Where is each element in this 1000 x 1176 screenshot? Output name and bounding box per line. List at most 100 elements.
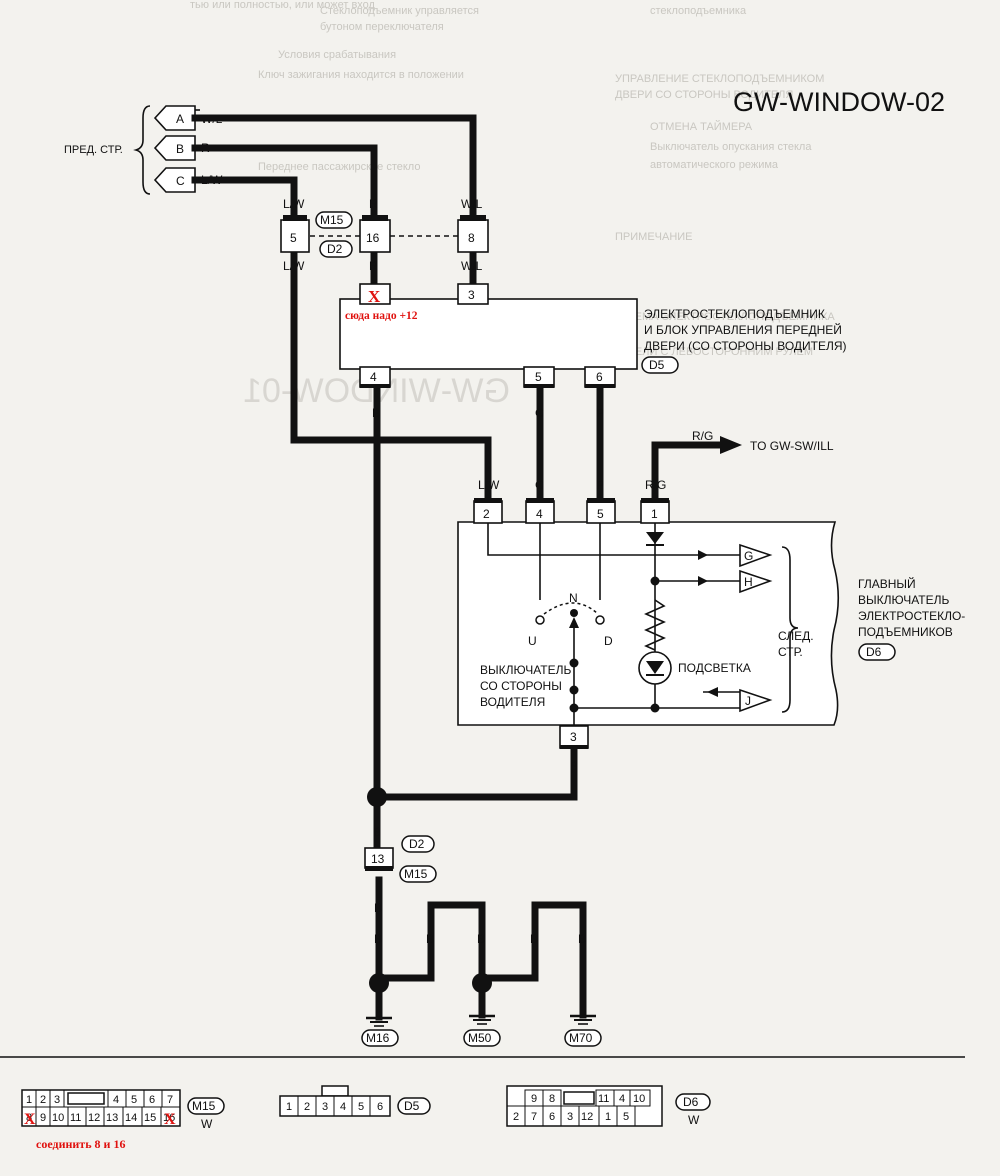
connector-latch [362, 215, 388, 221]
pin-cell [369, 1095, 391, 1117]
connector-color: W [688, 1113, 700, 1127]
wire-label: W/L [461, 197, 483, 211]
wire-b-ground-m50 [375, 901, 486, 1019]
pin-number: 4 [536, 507, 543, 521]
front-passenger-connectors: ПРЕД. СТР. A W/L B R C L/W [64, 105, 223, 195]
conn-tag [319, 240, 353, 258]
conn-tag [397, 1097, 431, 1115]
pin-label: 11 [598, 1093, 609, 1105]
illumination-label: ПОДСВЕТКА [678, 661, 751, 675]
rear-label: СТР. [778, 645, 803, 659]
annotation-plus12: сюда надо +12 [345, 310, 418, 322]
ground-icon [366, 1016, 392, 1027]
pin-label: 8 [549, 1093, 555, 1105]
control-unit-label: ЭЛЕКТРОСТЕКЛОПОДЪЕМНИК [644, 307, 825, 321]
junction-dot [569, 658, 579, 668]
connector-color: W [201, 1117, 213, 1131]
wire-r [191, 144, 378, 217]
pin-latch [360, 384, 390, 388]
switch-position-u: U [528, 634, 537, 648]
connector-a [153, 105, 196, 131]
splice-dot [367, 787, 387, 807]
wire-b-ground-m70 [478, 901, 587, 1019]
pin-label: 2 [513, 1111, 519, 1123]
ghost-text: МОДЕЛИ С ЛЕВОСТОРОННИМ РУЛЕМ [610, 346, 813, 358]
ghost-text: Ключ зажигания находится в положении [258, 69, 464, 81]
splice-dot [369, 973, 389, 993]
wire-b-switch-ground [373, 746, 578, 801]
wire-wl [191, 114, 477, 217]
pin-label: 3 [567, 1111, 573, 1123]
pin-label: 7 [167, 1094, 173, 1106]
wire-lw [191, 176, 298, 217]
main-switch-label: ГЛАВНЫЙ [858, 576, 916, 591]
output-g [739, 543, 773, 568]
rear-label: СЛЕД. [778, 629, 814, 643]
pin-label: 6 [149, 1094, 155, 1106]
arrow-right-icon [720, 436, 742, 454]
pin-latch [560, 745, 588, 749]
pin-label: 3 [54, 1094, 60, 1106]
pin-latch [524, 384, 554, 388]
harness-wires [191, 114, 724, 1021]
led-triangle [646, 661, 664, 674]
rear-bracket [781, 546, 799, 713]
pin-number: 2 [483, 507, 490, 521]
contact-neutral [570, 609, 578, 617]
ghost-text: ОТМЕНА ТАЙМЕРА [650, 120, 753, 133]
control-unit-label: И БЛОК УПРАВЛЕНИЯ ПЕРЕДНЕЙ [644, 322, 842, 337]
ghost-text: ДВЕРИ СО СТОРОНЫ ВОДИТЕЛЯ [615, 89, 793, 101]
connector-outline [279, 1095, 391, 1117]
junction-dot [569, 703, 579, 713]
arrow-right-icon [698, 550, 708, 560]
conn-tag [401, 835, 435, 853]
wire-rg [651, 441, 724, 499]
main-switch-label: ЭЛЕКТРОСТЕКЛО- [858, 609, 965, 623]
control-unit-d5: X 3 сюда надо +12 4 5 6 ЭЛЕКТРОСТЕКЛОПОД… [339, 283, 847, 420]
pin-label: 2 [40, 1094, 46, 1106]
pin-label: 6 [549, 1111, 555, 1123]
pin-label: 14 [125, 1112, 137, 1124]
conn-tag [641, 356, 679, 374]
connector-c-letter: C [176, 174, 185, 188]
ghost-text: бутоном переключателя [320, 21, 444, 33]
pin-cell [629, 1089, 651, 1107]
conn-tag-d2: D2 [327, 242, 343, 256]
page-title: GW-WINDOW-02 [733, 87, 945, 117]
conn-tag-m15: M15 [192, 1099, 216, 1113]
driver-switch-label: ВОДИТЕЛЯ [480, 695, 545, 709]
ground-label-m16: M16 [366, 1031, 390, 1045]
ghost-text: автоматического режима [650, 159, 779, 171]
conn-tag-m15: M15 [320, 213, 344, 227]
pin-label: 9 [531, 1093, 537, 1105]
pin-label: 4 [113, 1094, 119, 1106]
key-tab [321, 1085, 349, 1097]
junction-m15-d2: L/W R W/L 5 16 8 M15 D2 L/W R W/L [280, 197, 489, 273]
pin-cell [160, 1106, 181, 1127]
resistor-icon [644, 599, 666, 651]
wire-label: G [535, 478, 544, 492]
junction-dot [569, 685, 579, 695]
ghost-text: стеклоподъемника [650, 5, 747, 17]
wire-label: G [535, 406, 544, 420]
pin-label: 1 [605, 1111, 611, 1123]
pin-label: 8 [26, 1112, 32, 1124]
brace [133, 105, 151, 195]
splice-dot [472, 973, 492, 993]
conn-tag-d5: D5 [649, 358, 665, 372]
wire-label: R [369, 259, 378, 273]
diode-icon [646, 532, 664, 544]
arrow-right-icon [698, 576, 708, 586]
ground-icon [469, 1014, 495, 1025]
wire-label: B [570, 759, 578, 773]
driver-switch-label: СО СТОРОНЫ [480, 679, 562, 693]
ghost-text: Выключатель опускания стекла [650, 141, 812, 153]
pin-number: 5 [290, 231, 297, 245]
connector-face-d5: 1 2 3 4 5 6 D5 [279, 1085, 431, 1117]
conn-tag [361, 1029, 399, 1047]
connector-block [280, 219, 310, 253]
wire-label: R [369, 197, 378, 211]
pin-label: 12 [581, 1111, 593, 1123]
